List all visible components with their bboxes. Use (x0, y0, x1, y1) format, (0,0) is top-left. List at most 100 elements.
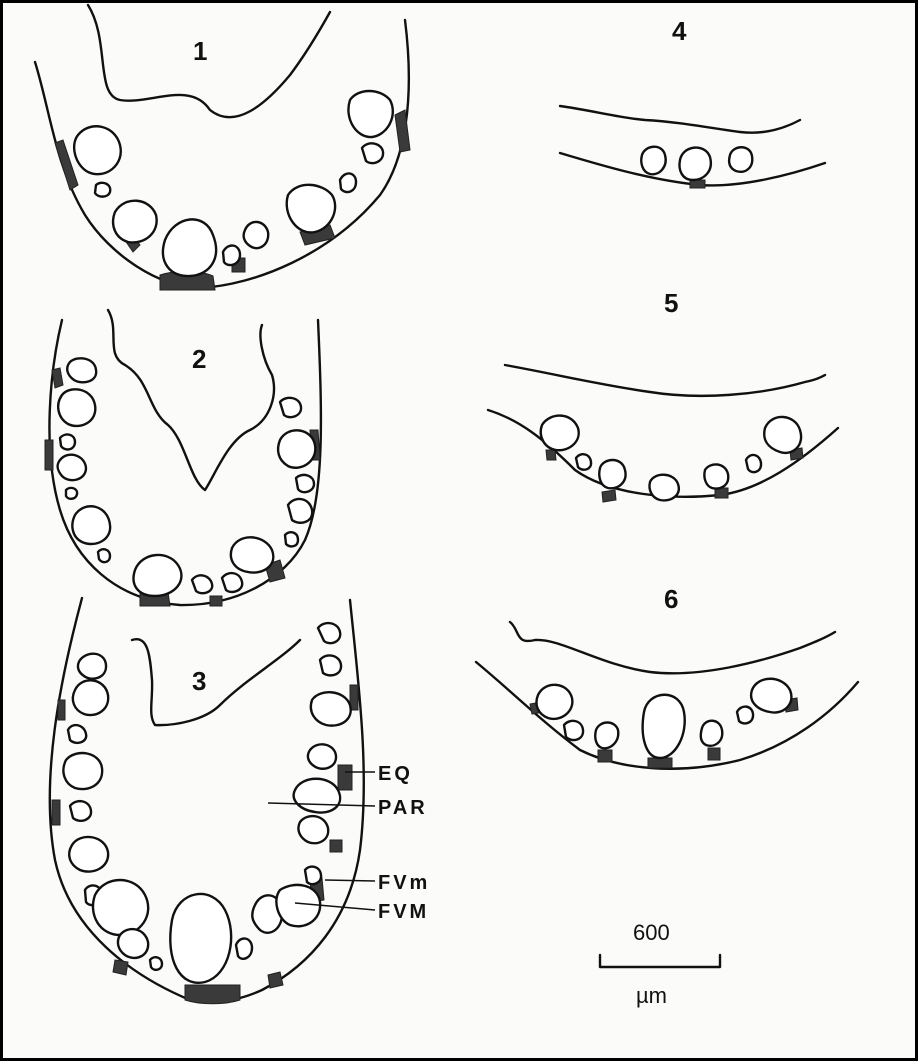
follicle-11 (67, 358, 96, 382)
follicle-53 (599, 460, 625, 488)
follicle-26 (280, 398, 301, 417)
label-fvm-small: FVm (378, 872, 430, 894)
follicle-32 (69, 837, 108, 872)
follicle-12 (58, 389, 95, 426)
dark-tissue-13 (58, 700, 65, 720)
section-1-inner-outline (88, 5, 330, 117)
follicle-14 (58, 455, 86, 480)
follicle-37 (170, 894, 231, 983)
dark-tissue-28 (598, 750, 612, 762)
follicle-60 (595, 723, 618, 749)
follicle-59 (564, 721, 583, 740)
label-leader-line-3 (325, 880, 375, 881)
follicle-56 (746, 455, 761, 472)
follicle-21 (231, 537, 273, 572)
follicle-5 (223, 246, 240, 266)
follicle-40 (276, 885, 320, 926)
follicle-55 (704, 464, 728, 488)
follicle-63 (737, 707, 753, 724)
follicle-57 (764, 417, 801, 453)
dark-tissue-16 (185, 985, 240, 1004)
follicle-44 (308, 744, 336, 768)
follicle-20 (222, 573, 242, 592)
follicle-1 (74, 126, 121, 174)
follicle-34 (93, 880, 148, 935)
dark-tissue-10 (210, 596, 222, 606)
follicle-17 (98, 549, 110, 562)
follicle-9 (348, 91, 392, 137)
scale-bar: 600 µm (600, 920, 720, 1008)
follicle-19 (192, 575, 212, 593)
section-2: 2 (45, 310, 321, 606)
panel-label-2: 2 (192, 344, 206, 374)
dark-tissue-18 (338, 765, 352, 790)
follicle-6 (244, 222, 269, 248)
panel-label-6: 6 (664, 584, 678, 614)
section-1: 1 (35, 5, 410, 290)
follicle-29 (68, 725, 86, 743)
label-fvm-large: FVM (378, 901, 429, 923)
follicle-2 (95, 183, 110, 197)
section-3-inner-outline (132, 639, 300, 725)
follicle-42 (305, 867, 321, 885)
follicle-50 (729, 147, 752, 172)
follicle-25 (278, 430, 315, 467)
follicle-62 (701, 721, 722, 746)
follicle-22 (285, 532, 298, 546)
follicle-7 (287, 185, 335, 233)
dark-tissue-14 (52, 800, 60, 825)
follicle-45 (311, 692, 351, 725)
follicle-41 (298, 816, 328, 843)
follicle-16 (72, 506, 110, 544)
dark-tissue-22 (690, 180, 705, 188)
dark-tissue-8 (45, 440, 53, 470)
dark-tissue-21 (330, 840, 342, 852)
follicle-54 (649, 475, 678, 501)
follicle-24 (296, 475, 314, 492)
follicle-48 (641, 147, 665, 175)
section-3: 3 EQ PAR FVm FVM (50, 598, 431, 1004)
follicle-3 (113, 201, 157, 243)
dark-tissue-15 (113, 960, 128, 975)
dark-tissue-17 (268, 972, 283, 988)
follicle-4 (163, 219, 216, 276)
dark-tissue-7 (52, 368, 63, 388)
section-5: 5 (488, 288, 838, 502)
panel-label-4: 4 (672, 16, 687, 46)
label-par: PAR (378, 797, 428, 819)
panel-label-5: 5 (664, 288, 678, 318)
follicle-61 (643, 695, 685, 758)
follicle-46 (320, 655, 341, 675)
dark-tissue-24 (602, 490, 616, 502)
follicle-38 (236, 939, 252, 959)
follicle-18 (134, 555, 182, 596)
label-eq: EQ (378, 763, 413, 785)
section-2-inner-outline (108, 310, 274, 490)
follicle-35 (118, 929, 148, 958)
follicle-43 (294, 779, 340, 813)
follicle-28 (73, 680, 108, 715)
panel-label-3: 3 (192, 666, 206, 696)
follicle-64 (751, 679, 791, 713)
scale-bar-line (600, 955, 720, 967)
follicle-23 (288, 499, 312, 523)
follicle-58 (536, 685, 572, 719)
follicle-13 (60, 435, 75, 450)
follicle-27 (78, 654, 106, 679)
follicle-10 (362, 143, 383, 163)
dark-tissue-29 (648, 758, 672, 768)
follicle-31 (70, 801, 91, 821)
dark-tissue-30 (708, 748, 720, 760)
follicle-47 (318, 623, 340, 643)
follicle-8 (340, 173, 356, 192)
follicle-52 (576, 454, 591, 470)
section-4-inner-outline (560, 106, 800, 133)
follicle-15 (66, 488, 77, 499)
dark-tissue-23 (546, 450, 556, 460)
scale-bar-value: 600 (633, 920, 670, 945)
follicle-30 (63, 753, 102, 789)
section-4: 4 (560, 16, 825, 188)
section-6: 6 (476, 584, 858, 769)
follicle-36 (150, 957, 162, 970)
